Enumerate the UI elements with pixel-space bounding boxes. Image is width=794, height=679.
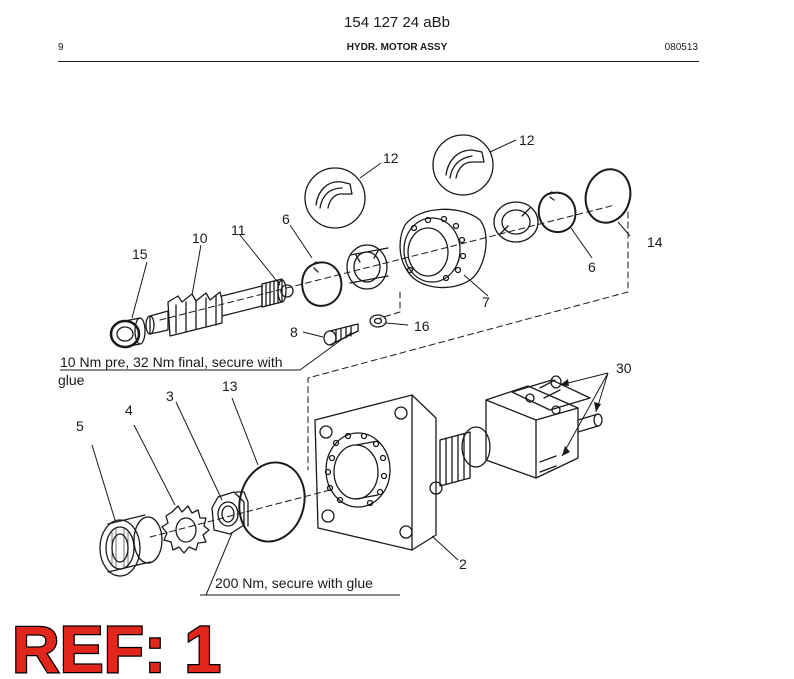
document-code: 154 127 24 aBb <box>344 14 450 31</box>
cap-screw-part-8 <box>323 323 359 346</box>
seal-ring-part-15 <box>109 317 146 349</box>
bushing-detail-inset-left <box>304 167 366 229</box>
callout-8: 8 <box>290 324 298 340</box>
assembly-centerline <box>149 204 629 538</box>
motor-flange-part-2 <box>314 394 443 551</box>
lock-washer-part-4 <box>161 505 210 554</box>
callout-13: 13 <box>222 378 238 394</box>
torque-note-bolt-line2: glue <box>58 372 85 388</box>
ball-part-11 <box>280 284 294 298</box>
callout-11: 11 <box>231 222 246 238</box>
arrowheads-part-30 <box>560 379 601 456</box>
callout-6-left: 6 <box>282 211 290 227</box>
split-bushing-part-12-left <box>346 244 389 290</box>
callout-6-right: 6 <box>588 259 596 275</box>
torque-note-nut: 200 Nm, secure with glue <box>215 575 373 591</box>
date-code: 080513 <box>664 42 698 53</box>
callout-16: 16 <box>414 318 430 334</box>
document-title: HYDR. MOTOR ASSY <box>346 42 448 53</box>
split-bushing-part-12-right <box>493 201 539 243</box>
callout-12-right: 12 <box>519 132 535 148</box>
callout-5: 5 <box>76 418 84 434</box>
o-ring-part-14 <box>584 168 632 224</box>
snap-ring-part-6-left <box>301 261 343 307</box>
callout-4: 4 <box>125 402 133 418</box>
callout-30: 30 <box>616 360 632 376</box>
hydraulic-motor-body <box>439 375 603 487</box>
pinion-shaft-part-10 <box>145 278 287 337</box>
bearing-part-5 <box>99 514 163 577</box>
callout-7: 7 <box>482 294 490 310</box>
header-rule <box>58 61 699 62</box>
o-ring-part-13 <box>238 461 306 543</box>
callout-2: 2 <box>459 556 467 572</box>
callout-12-left: 12 <box>383 150 399 166</box>
locking-nut-part-3 <box>211 491 249 535</box>
callout-3: 3 <box>166 388 174 404</box>
callout-15: 15 <box>132 246 148 262</box>
callout-10: 10 <box>192 230 208 246</box>
snap-ring-part-6-right <box>537 191 577 234</box>
bushing-detail-inset-right <box>432 134 494 196</box>
page-number: 9 <box>58 42 64 53</box>
washer-part-16 <box>369 314 387 328</box>
ref-label: REF: 1 <box>12 612 221 679</box>
torque-note-bolt-line1: 10 Nm pre, 32 Nm final, secure with <box>60 354 283 370</box>
callout-14: 14 <box>647 234 663 250</box>
